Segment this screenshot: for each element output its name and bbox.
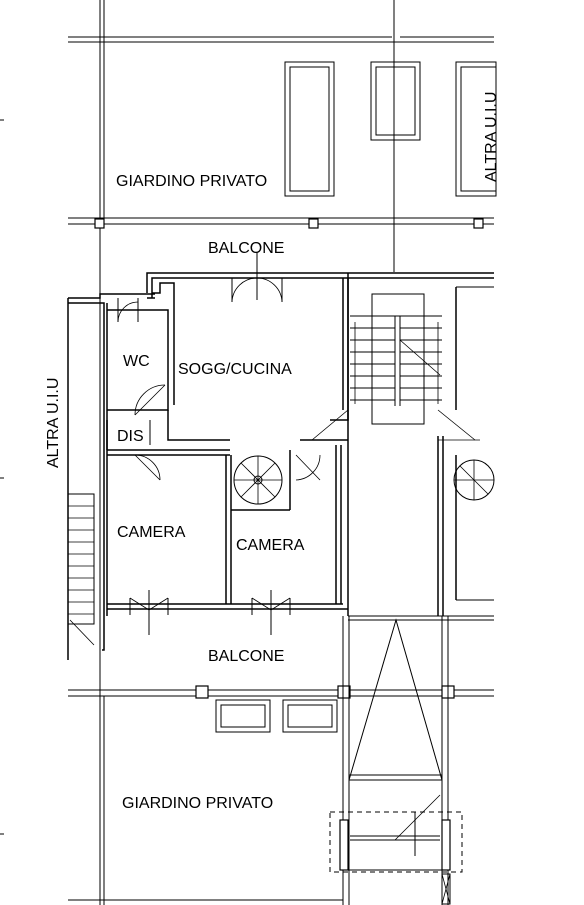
garden-bottom-label: GIARDINO PRIVATO	[122, 795, 273, 812]
spiral-stair	[233, 455, 495, 505]
other-unit-right-label: ALTRA U.I.U	[483, 92, 500, 182]
top-garden-area	[68, 0, 497, 905]
bottom-garden-area	[68, 616, 494, 905]
unit-walls	[67, 272, 494, 660]
bedroom-right-label: CAMERA	[236, 537, 305, 554]
other-unit-left-label: ALTRA U.I.U	[45, 378, 62, 468]
wc-label: WC	[123, 353, 150, 370]
balcony-bottom-label: BALCONE	[208, 648, 284, 665]
common-stair	[350, 293, 442, 425]
left-unit-stair	[67, 493, 95, 646]
bedroom-left-label: CAMERA	[117, 524, 186, 541]
garden-top-label: GIARDINO PRIVATO	[116, 173, 267, 190]
balcony-top-label: BALCONE	[208, 240, 284, 257]
doors	[117, 252, 480, 635]
kitchen-label: SOGG/CUCINA	[178, 361, 292, 378]
dis-label: DIS	[117, 428, 144, 445]
